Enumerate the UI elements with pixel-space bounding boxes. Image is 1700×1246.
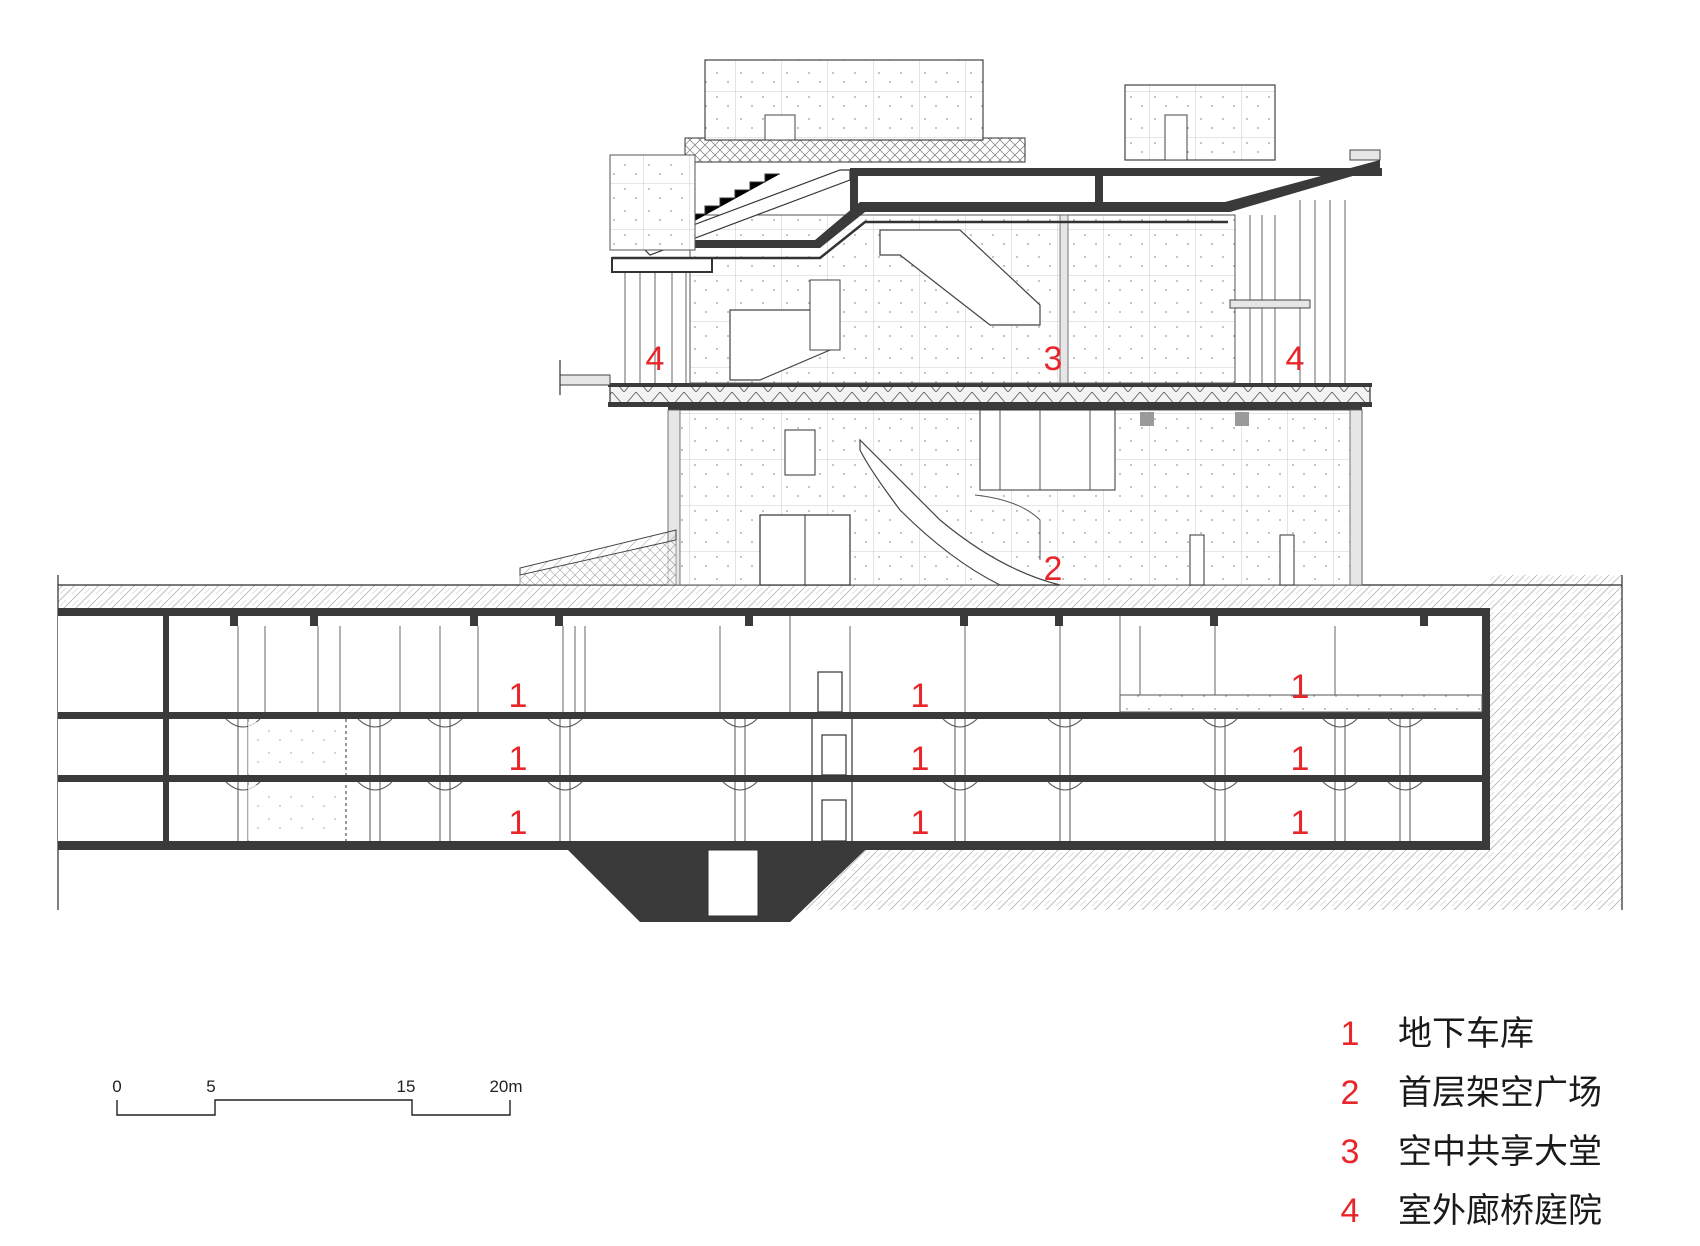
roof	[609, 59, 1382, 273]
scale-tick-5: 5	[206, 1077, 215, 1096]
legend-number: 2	[1341, 1074, 1360, 1112]
zone-label-lobby: 3	[1044, 340, 1063, 378]
zone-label-parking: 1	[1291, 804, 1310, 842]
scale-tick-15: 15	[397, 1077, 416, 1096]
zone-label-parking: 1	[509, 677, 528, 715]
zone-label-courtyard: 4	[646, 340, 665, 378]
legend-text: 地下车库	[1398, 1014, 1534, 1054]
legend-text: 首层架空广场	[1398, 1073, 1602, 1113]
zone-labels: 1 1 1 1 1 1 1 1 1 2 3 4 4	[509, 340, 1310, 842]
basement	[58, 608, 1490, 922]
zone-label-parking: 1	[911, 740, 930, 778]
zone-label-parking: 1	[1291, 740, 1310, 778]
zone-label-parking: 1	[911, 677, 930, 715]
zone-label-courtyard: 4	[1286, 340, 1305, 378]
zone-label-parking: 1	[509, 804, 528, 842]
zone-label-plaza: 2	[1044, 550, 1063, 588]
legend-text: 空中共享大堂	[1398, 1132, 1602, 1172]
zone-label-parking: 1	[911, 804, 930, 842]
ground-floor	[519, 402, 1363, 586]
legend-number: 1	[1341, 1015, 1360, 1053]
legend-number: 3	[1341, 1133, 1360, 1171]
legend: 1 地下车库 2 首层架空广场 3 空中共享大堂 4 室外廊桥庭院	[1341, 1014, 1602, 1231]
scale-tick-20: 20m	[489, 1077, 522, 1096]
sky-lobby	[559, 200, 1372, 407]
zone-label-parking: 1	[509, 740, 528, 778]
scale-bar: 0 5 15 20m	[112, 1077, 523, 1116]
legend-text: 室外廊桥庭院	[1398, 1191, 1602, 1231]
legend-number: 4	[1341, 1192, 1360, 1230]
scale-tick-0: 0	[112, 1077, 121, 1096]
zone-label-parking: 1	[1291, 668, 1310, 706]
